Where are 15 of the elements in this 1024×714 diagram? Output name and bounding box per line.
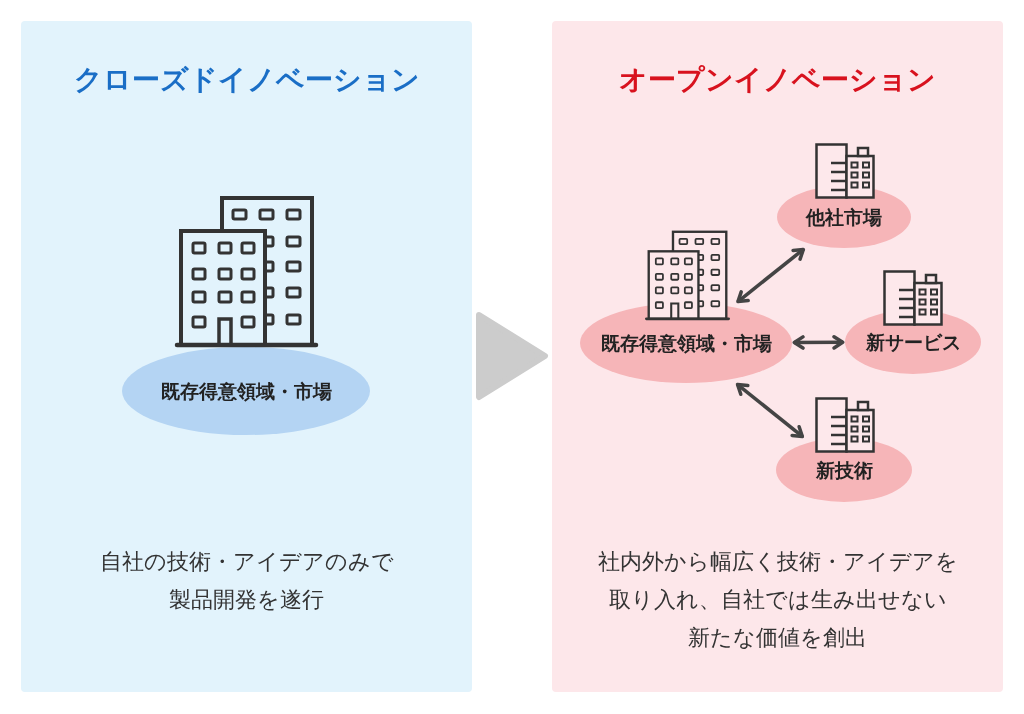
category-label: 他社市場: [806, 205, 882, 229]
category-label: 新技術: [815, 458, 873, 482]
panel-title: クローズドイノベーション: [73, 62, 420, 98]
comparison-panel: [21, 21, 472, 692]
description-text: 社内外から幅広く技術・アイデアを取り入れ、自社では生み出せない新たな価値を創出: [597, 548, 958, 652]
category-label: 新サービス: [865, 330, 961, 354]
double-arrow: [735, 382, 805, 439]
category-label: 既存得意領域・市場: [160, 379, 332, 403]
category-label: 既存得意領域・市場: [600, 331, 772, 355]
description-text: 自社の技術・アイデアのみで製品開発を遂行: [99, 548, 394, 614]
chevron-arrow: [476, 312, 548, 400]
comparison-panel: [552, 21, 1003, 692]
panel-title: オープンイノベーション: [619, 62, 936, 98]
double-arrow: [736, 247, 806, 304]
double-arrow: [792, 335, 845, 350]
